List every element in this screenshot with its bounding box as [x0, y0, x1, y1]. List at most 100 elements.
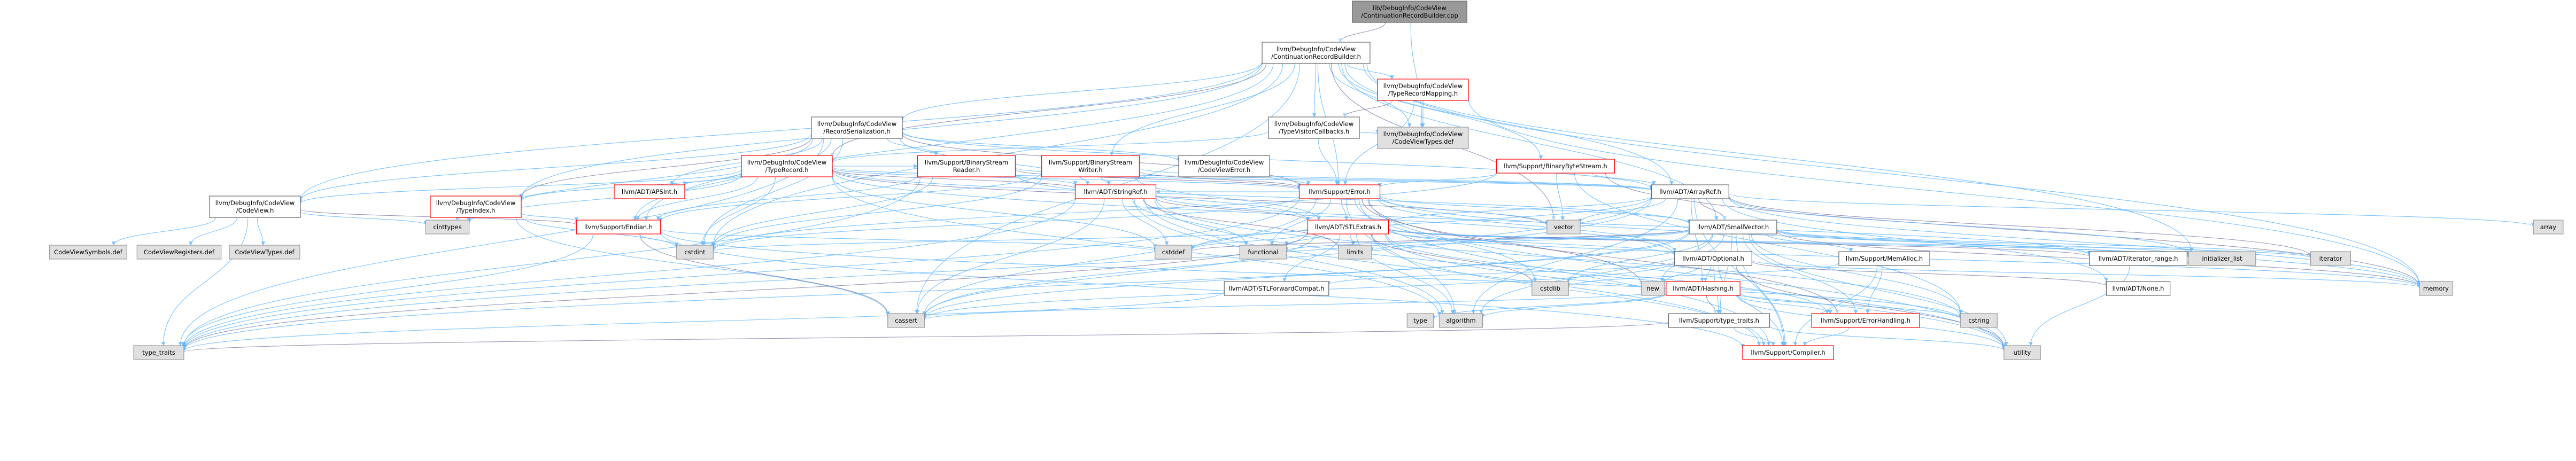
node-stlextras[interactable]: llvm/ADT/STLExtras.h — [1307, 220, 1389, 235]
node-apsint[interactable]: llvm/ADT/APSInt.h — [614, 184, 685, 199]
edge-bsr-to-error — [1015, 169, 1302, 190]
node-hashing[interactable]: llvm/ADT/Hashing.h — [1666, 281, 1740, 296]
node-cvsymbols[interactable]: CodeViewSymbols.def — [49, 245, 127, 260]
edge-arrayref-to-vector — [1578, 198, 1666, 223]
node-label: llvm/Support/ErrorHandling.h — [1821, 317, 1910, 324]
node-label: iterator — [2319, 255, 2342, 262]
node-label: llvm/Support/BinaryStream — [925, 159, 1008, 166]
node-stringref[interactable]: llvm/ADT/StringRef.h — [1074, 184, 1157, 199]
edge-error-to-errhandling — [1367, 198, 1839, 314]
edge-smallvector-to-iterator — [1776, 229, 2313, 258]
node-typetraitsstd[interactable]: type_traits — [133, 345, 184, 360]
node-trm[interactable]: llvm/DebugInfo/CodeView/TypeRecordMappin… — [1377, 79, 1469, 101]
node-crb[interactable]: llvm/DebugInfo/CodeView/ContinuationReco… — [1262, 42, 1371, 64]
node-rs[interactable]: llvm/DebugInfo/CodeView/RecordSerializat… — [811, 116, 903, 139]
node-initlist[interactable]: initializer_list — [2188, 251, 2256, 266]
edge-error-to-functional — [1270, 198, 1332, 246]
node-vector[interactable]: vector — [1546, 220, 1581, 235]
node-cvtypesdef2[interactable]: CodeViewTypes.def — [229, 245, 300, 260]
node-bbs[interactable]: llvm/Support/BinaryByteStream.h — [1496, 159, 1615, 174]
node-arrayref[interactable]: llvm/ADT/ArrayRef.h — [1651, 184, 1729, 199]
node-box — [1668, 313, 1770, 328]
node-label: llvm/ADT/Optional.h — [1682, 255, 1744, 262]
node-box — [811, 116, 903, 139]
node-new[interactable]: new — [1641, 281, 1665, 296]
edge-smallvector-to-functional — [1285, 229, 1690, 252]
node-stlfwd[interactable]: llvm/ADT/STLForwardCompat.h — [1224, 281, 1329, 296]
node-label: new — [1646, 285, 1659, 292]
nodes-layer: lib/DebugInfo/CodeView/ContinuationRecor… — [49, 1, 2564, 360]
node-label: lib/DebugInfo/CodeView — [1373, 4, 1446, 12]
node-errhandling[interactable]: llvm/Support/ErrorHandling.h — [1811, 313, 1920, 328]
node-box — [1496, 159, 1615, 174]
node-cvregisters[interactable]: CodeViewRegisters.def — [136, 245, 222, 260]
node-cvtypesdef[interactable]: llvm/DebugInfo/CodeView/CodeViewTypes.de… — [1377, 127, 1469, 149]
edge-arrayref-to-iterator — [1728, 196, 2313, 257]
node-smallvector[interactable]: llvm/ADT/SmallVector.h — [1689, 220, 1777, 235]
edge-hashing-to-cassert — [922, 290, 1667, 321]
node-box — [1352, 1, 1467, 23]
node-functional[interactable]: functional — [1239, 245, 1287, 260]
edge-stlextras-to-typetraitsstd — [182, 231, 1309, 350]
node-box — [1041, 155, 1140, 177]
node-label: llvm/Support/BinaryByteStream.h — [1504, 162, 1607, 170]
edge-rs-to-endian — [633, 138, 832, 221]
edge-stlextras-to-iterrange — [1388, 228, 2092, 257]
node-cverr[interactable]: llvm/DebugInfo/CodeView/CodeViewError.h — [1178, 155, 1270, 177]
node-cstring[interactable]: cstring — [1960, 313, 1998, 328]
node-label: llvm/DebugInfo/CodeView — [215, 199, 295, 207]
edge-bsr-to-typetraitsstd — [182, 176, 920, 347]
node-box — [1338, 245, 1372, 260]
node-error[interactable]: llvm/Support/Error.h — [1298, 184, 1381, 199]
node-iterator[interactable]: iterator — [2310, 251, 2351, 266]
node-array[interactable]: array — [2533, 220, 2564, 235]
node-ti[interactable]: llvm/DebugInfo/CodeView/TypeIndex.h — [430, 196, 522, 218]
node-memalloc[interactable]: llvm/Support/MemAlloc.h — [1838, 251, 1930, 266]
node-root[interactable]: lib/DebugInfo/CodeView/ContinuationRecor… — [1352, 1, 1467, 23]
edge-cverr-to-error — [1269, 176, 1311, 185]
edge-crb-to-cv — [298, 60, 1263, 201]
node-box — [1960, 313, 1998, 328]
node-box — [1531, 281, 1569, 296]
node-box — [917, 155, 1016, 177]
node-cstdint[interactable]: cstdint — [676, 245, 714, 260]
edge-typetraits-to-typetraitsstd — [182, 321, 1669, 353]
node-label: llvm/DebugInfo/CodeView — [747, 159, 826, 166]
node-label: llvm/ADT/STLExtras.h — [1315, 223, 1381, 231]
node-tr[interactable]: llvm/DebugInfo/CodeView/TypeRecord.h — [741, 155, 833, 177]
edge-arrayref-to-smallvector — [1698, 198, 1727, 221]
node-endian[interactable]: llvm/Support/Endian.h — [576, 220, 661, 235]
edge-memalloc-to-cstdlib — [1566, 262, 1839, 287]
edge-arrayref-to-initlist — [1728, 196, 2191, 255]
node-typeinfo[interactable]: type — [1406, 313, 1434, 328]
node-none[interactable]: llvm/ADT/None.h — [2106, 281, 2171, 296]
node-typetraits[interactable]: llvm/Support/type_traits.h — [1668, 313, 1770, 328]
node-cassert[interactable]: cassert — [887, 313, 925, 328]
node-cstddef[interactable]: cstddef — [1155, 245, 1192, 260]
edge-bsr-to-stringref — [1015, 174, 1078, 185]
node-box — [1651, 184, 1729, 199]
node-cstdlib[interactable]: cstdlib — [1531, 281, 1569, 296]
node-label: initializer_list — [2202, 255, 2242, 262]
edge-trm-to-tvc — [1342, 100, 1393, 118]
node-cinttypes[interactable]: cinttypes — [425, 220, 470, 235]
edge-bsr-to-endian — [656, 174, 918, 221]
node-limits[interactable]: limits — [1338, 245, 1372, 260]
node-cv[interactable]: llvm/DebugInfo/CodeView/CodeView.h — [209, 196, 301, 218]
edge-trm-to-memory — [1468, 98, 2422, 286]
node-optional[interactable]: llvm/ADT/Optional.h — [1674, 251, 1752, 266]
node-box — [1268, 116, 1360, 139]
node-memory[interactable]: memory — [2419, 281, 2453, 296]
node-tvc[interactable]: llvm/DebugInfo/CodeView/TypeVisitorCallb… — [1268, 116, 1360, 139]
node-utility[interactable]: utility — [2003, 345, 2041, 360]
node-box — [1307, 220, 1389, 235]
node-iterrange[interactable]: llvm/ADT/iterator_range.h — [2089, 251, 2187, 266]
node-label: cstring — [1968, 317, 1989, 324]
node-box — [1298, 184, 1381, 199]
node-label: limits — [1347, 248, 1363, 256]
node-algorithm[interactable]: algorithm — [1438, 313, 1483, 328]
node-compiler[interactable]: llvm/Support/Compiler.h — [1742, 345, 1834, 360]
edge-error-to-typetraitsstd — [182, 197, 1300, 350]
